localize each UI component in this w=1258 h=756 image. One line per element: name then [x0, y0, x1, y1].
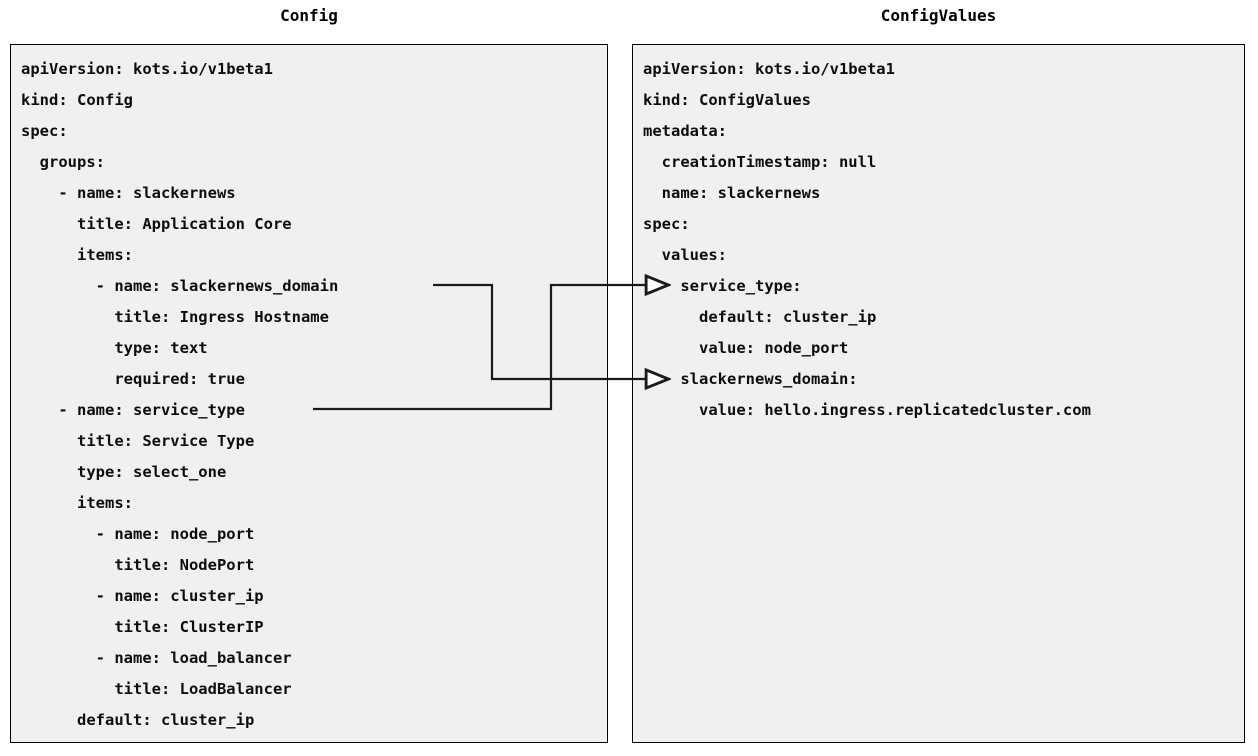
configvalues-panel-title: ConfigValues	[880, 6, 997, 25]
configvalues-yaml-code: apiVersion: kots.io/v1beta1 kind: ConfigV…	[643, 54, 1091, 426]
config-panel: apiVersion: kots.io/v1beta1 kind: Config s…	[10, 44, 608, 743]
code-line: - name: slackernews_domain	[21, 277, 339, 295]
code-line: spec:	[643, 215, 690, 233]
code-line: title: Ingress Hostname	[21, 308, 329, 326]
code-line: - name: load_balancer	[21, 649, 292, 667]
code-line: apiVersion: kots.io/v1beta1	[21, 60, 273, 78]
code-line: creationTimestamp: null	[643, 153, 877, 171]
code-line: spec:	[21, 122, 68, 140]
code-line: value: hello.ingress.replicatedcluster.c…	[643, 401, 1091, 419]
code-line: title: ClusterIP	[21, 618, 264, 636]
code-line: title: LoadBalancer	[21, 680, 292, 698]
code-line: name: slackernews	[643, 184, 821, 202]
code-line: groups:	[21, 153, 105, 171]
config-yaml-code: apiVersion: kots.io/v1beta1 kind: Config s…	[21, 54, 338, 736]
code-line: - name: node_port	[21, 525, 255, 543]
code-line: slackernews_domain:	[643, 370, 858, 388]
code-line: title: NodePort	[21, 556, 255, 574]
config-panel-title: Config	[280, 6, 338, 25]
code-line: default: cluster_ip	[643, 308, 877, 326]
configvalues-panel: apiVersion: kots.io/v1beta1 kind: ConfigV…	[632, 44, 1245, 743]
code-line: type: text	[21, 339, 208, 357]
code-line: apiVersion: kots.io/v1beta1	[643, 60, 895, 78]
code-line: - name: service_type	[21, 401, 245, 419]
code-line: value: node_port	[643, 339, 849, 357]
code-line: title: Service Type	[21, 432, 255, 450]
code-line: default: cluster_ip	[21, 711, 255, 729]
code-line: - name: cluster_ip	[21, 587, 264, 605]
code-line: title: Application Core	[21, 215, 292, 233]
code-line: items:	[21, 494, 133, 512]
code-line: required: true	[21, 370, 245, 388]
code-line: type: select_one	[21, 463, 227, 481]
code-line: values:	[643, 246, 727, 264]
code-line: kind: Config	[21, 91, 133, 109]
code-line: kind: ConfigValues	[643, 91, 811, 109]
code-line: metadata:	[643, 122, 727, 140]
code-line: - name: slackernews	[21, 184, 236, 202]
code-line: items:	[21, 246, 133, 264]
code-line: service_type:	[643, 277, 802, 295]
